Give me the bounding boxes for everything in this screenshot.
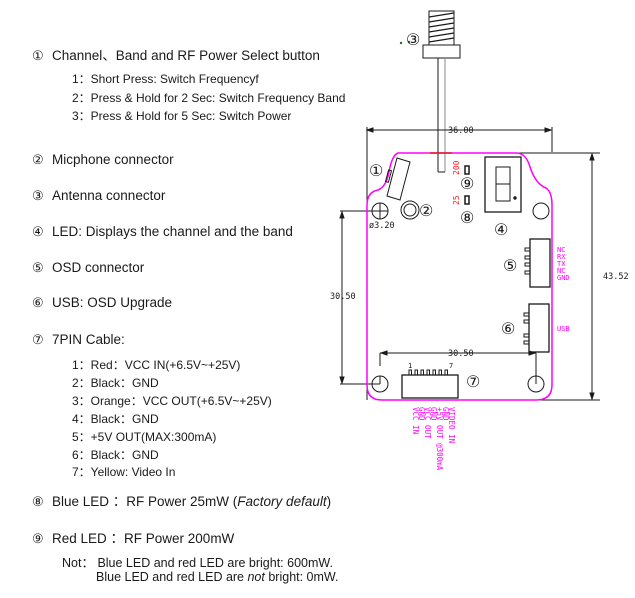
item-1-sub-1: 1：Short Press: Switch Frequencyf: [72, 72, 259, 86]
diagram-callout-7: ⑦: [466, 372, 480, 391]
item-1-label: Channel、Band and RF Power Select button: [52, 48, 320, 63]
dimension-height-left: [339, 210, 380, 385]
item-7: ⑦ 7PIN Cable:: [32, 332, 125, 348]
cable-pin-gnd-2: GND: [429, 407, 438, 421]
item-8: ⑧ Blue LED ：RF Power 25mW (Factory defaul…: [32, 490, 331, 510]
item-3-label: Antenna connector: [52, 188, 166, 203]
cable-pin-5v-out: +5V OUT @300mA: [435, 407, 444, 471]
pin-item-5: 5：+5V OUT(MAX:300mA): [72, 430, 217, 444]
dim-height-left-label: 30.50: [330, 292, 356, 302]
mounting-hole-bottom-left: [371, 375, 389, 393]
osd-pin-3: TX: [557, 260, 566, 268]
item-1-sub-3: 3：Press & Hold for 5 Sec: Switch Power: [72, 109, 292, 123]
callout-4-icon: ④: [32, 224, 44, 239]
callout-7-icon: ⑦: [32, 332, 44, 347]
pin-item-4: 4：Black：GND: [72, 412, 159, 426]
item-8-label-post: ): [326, 494, 332, 509]
item-5: ⑤ OSD connector: [32, 260, 144, 276]
item-1: ① Channel、Band and RF Power Select button: [32, 44, 320, 64]
diagram-callout-2: ②: [419, 201, 433, 220]
item-2-label: Micphone connector: [52, 152, 174, 167]
item-9-label: Red LED ：RF Power 200mW: [52, 531, 235, 546]
red-led-label: 200: [452, 160, 461, 175]
item-9: ⑨ Red LED ：RF Power 200mW: [32, 527, 234, 547]
item-5-label: OSD connector: [52, 260, 145, 275]
note-text-2-post: bright: 0mW.: [264, 570, 339, 584]
pin-item-2: 2：Black：GND: [72, 376, 159, 390]
item-7-label: 7PIN Cable:: [52, 332, 125, 347]
item-4: ④ LED: Displays the channel and the band: [32, 224, 293, 240]
item-4-label: LED: Displays the channel and the band: [52, 224, 293, 239]
microphone-connector: [400, 200, 420, 220]
pin-item-6: 6：Black：GND: [72, 448, 159, 462]
osd-pin-2: RX: [557, 253, 566, 261]
blue-led-label: 25: [452, 195, 461, 205]
callout-6-icon: ⑥: [32, 295, 44, 310]
diagram-callout-4: ④: [494, 220, 508, 239]
item-8-label-pre: Blue LED ：RF Power 25mW (: [52, 494, 238, 509]
dim-width-inner-label: 30.50: [448, 349, 474, 359]
dim-width-top-label: 36.00: [448, 126, 474, 136]
cable-pin-vcc-out: VCC OUT: [423, 407, 432, 439]
blue-led: [464, 195, 470, 205]
osd-pin-5: GND: [557, 274, 570, 282]
item-1-sub-2: 2：Press & Hold for 2 Sec: Switch Frequen…: [72, 91, 346, 105]
mounting-hole-top-left: [371, 202, 389, 220]
dim-height-right-label: 43.52: [603, 272, 629, 282]
select-button: [384, 157, 411, 201]
diagram-callout-3: ③: [406, 30, 420, 49]
cable-pin-vcc-in: VCC IN: [411, 407, 420, 434]
diagram-callout-6: ⑥: [501, 319, 515, 338]
callout-9-icon: ⑨: [32, 531, 44, 546]
note-text-1: Blue LED and red LED are bright: 600mW.: [97, 556, 333, 570]
pin-number-last: 7: [449, 362, 453, 370]
usb-connector: [523, 303, 550, 353]
item-8-label-italic: Factory default: [237, 494, 327, 509]
callout-1-icon: ①: [32, 48, 44, 63]
led-display: [484, 156, 522, 213]
pin-item-7: 7：Yellow: Video In: [72, 465, 176, 479]
diagram-callout-8: ⑧: [460, 208, 474, 227]
cable-connector: [401, 369, 459, 399]
pin-item-3: 3：Orange：VCC OUT(+6.5V~+25V): [72, 394, 272, 408]
diagram-callout-1: ①: [369, 161, 383, 180]
callout-8-icon: ⑧: [32, 494, 44, 509]
item-6: ⑥ USB: OSD Upgrade: [32, 295, 172, 311]
usb-label: USB: [557, 325, 570, 333]
marker-dot: [407, 40, 411, 44]
diagram-callout-9: ⑨: [460, 174, 474, 193]
cable-pin-gnd-1: GND: [441, 407, 450, 421]
callout-3-icon: ③: [32, 188, 44, 203]
item-6-label: USB: OSD Upgrade: [52, 295, 173, 310]
osd-pin-1: NC: [557, 246, 565, 254]
diagram-callout-5: ⑤: [503, 256, 517, 275]
item-2: ② Micphone connector: [32, 152, 174, 168]
osd-pin-4: NC: [557, 267, 565, 275]
item-3: ③ Antenna connector: [32, 188, 165, 204]
antenna-thread-lines: [428, 12, 455, 43]
antenna-connector: [422, 10, 461, 173]
mounting-hole-bottom-right: [527, 366, 545, 393]
osd-connector: [524, 238, 551, 288]
note-line-2: Blue LED and red LED are not bright: 0mW…: [96, 570, 339, 584]
hole-diameter-label: ø3.20: [369, 221, 395, 231]
note-line-1: Not： Blue LED and red LED are bright: 60…: [62, 552, 333, 571]
callout-5-icon: ⑤: [32, 260, 44, 275]
note-prefix: Not：: [62, 556, 94, 570]
pin-item-1: 1：Red：VCC IN(+6.5V~+25V): [72, 358, 241, 372]
pin-number-first: 1: [408, 362, 412, 370]
cable-pin-video-in: VIDEO IN: [447, 407, 456, 443]
mounting-hole-top-right: [532, 202, 550, 220]
note-text-2-pre: Blue LED and red LED are: [96, 570, 248, 584]
callout-2-icon: ②: [32, 152, 44, 167]
note-text-2-italic: not: [247, 570, 265, 584]
marker-dot: [399, 41, 403, 45]
cable-pin-gnd-3: GND: [417, 407, 426, 421]
red-led: [464, 165, 470, 175]
antenna-nut: [422, 44, 461, 59]
